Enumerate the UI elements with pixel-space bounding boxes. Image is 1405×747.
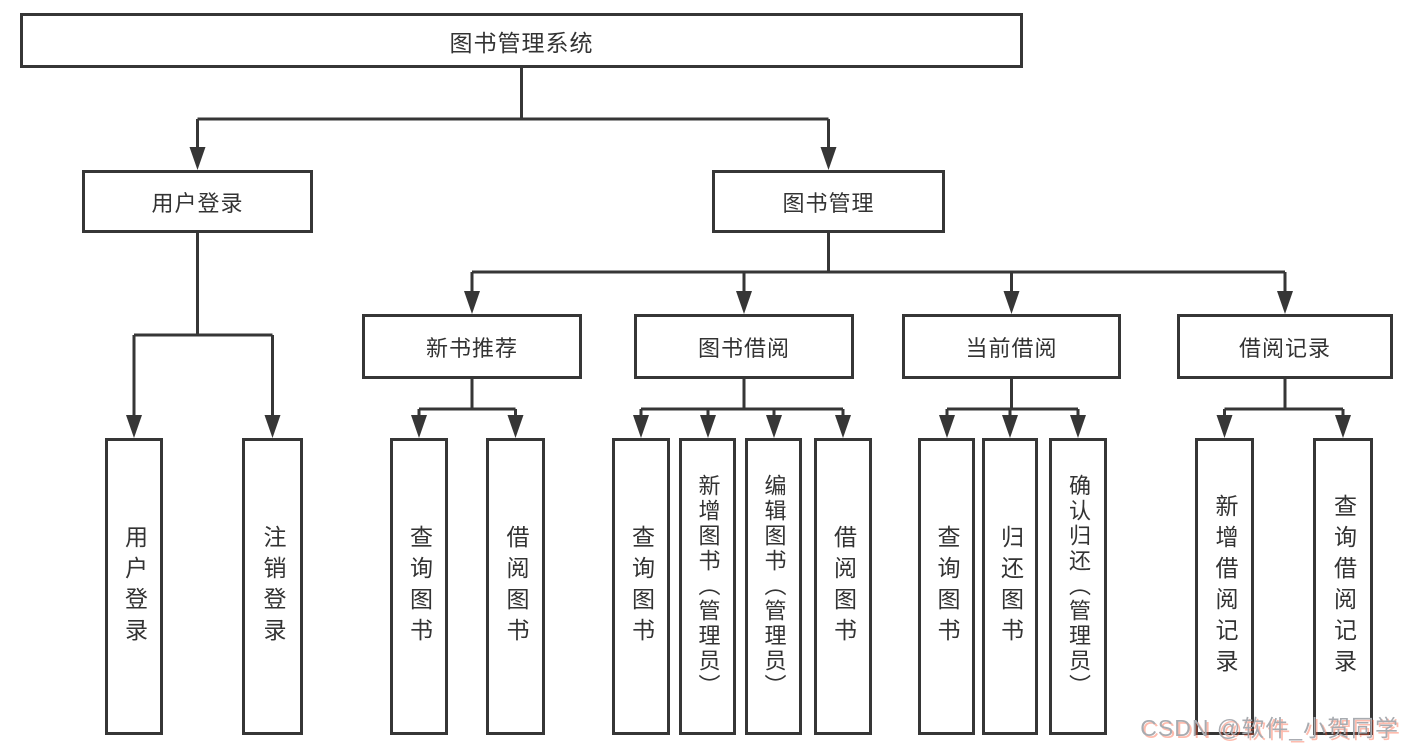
node-library-management-system: 图书管理系统: [20, 13, 1023, 68]
leaf-query-books-1: 查询图书: [390, 438, 448, 735]
leaf-label: 查询图书: [628, 524, 655, 649]
leaf-add-borrow-record: 新增借阅记录: [1195, 438, 1254, 735]
leaf-label: 新增图书（管理员）: [695, 474, 721, 699]
leaf-label: 注销登录: [260, 524, 286, 649]
node-current-borrowing: 当前借阅: [902, 314, 1121, 379]
leaf-edit-books-admin: 编辑图书（管理员）: [745, 438, 802, 735]
node-user-login: 用户登录: [82, 170, 313, 233]
leaf-borrow-books-2: 借阅图书: [814, 438, 872, 735]
leaf-label: 查询图书: [934, 524, 960, 649]
leaf-label: 查询借阅记录: [1330, 493, 1357, 680]
leaf-borrow-books-1: 借阅图书: [486, 438, 545, 735]
node-book-management: 图书管理: [712, 170, 945, 233]
leaf-query-books-3: 查询图书: [918, 438, 975, 735]
leaf-query-borrow-record: 查询借阅记录: [1313, 438, 1373, 735]
leaf-label: 查询图书: [406, 524, 433, 649]
node-new-book-recommend: 新书推荐: [362, 314, 582, 379]
leaf-label: 确认归还（管理员）: [1066, 474, 1091, 699]
leaf-add-books-admin: 新增图书（管理员）: [679, 438, 736, 735]
node-borrowing-records: 借阅记录: [1177, 314, 1393, 379]
leaf-label: 归还图书: [997, 524, 1024, 649]
leaf-label: 借阅图书: [830, 524, 857, 649]
leaf-label: 借阅图书: [503, 524, 529, 649]
leaf-label: 用户登录: [121, 524, 148, 649]
leaf-logout: 注销登录: [242, 438, 303, 735]
leaf-user-login: 用户登录: [105, 438, 163, 735]
leaf-return-books: 归还图书: [982, 438, 1038, 735]
watermark: CSDN @软件_小贺同学: [1140, 715, 1399, 741]
leaf-query-books-2: 查询图书: [612, 438, 670, 735]
leaf-confirm-return-admin: 确认归还（管理员）: [1049, 438, 1107, 735]
arrowhead-icons: [126, 147, 1351, 438]
leaf-label: 新增借阅记录: [1212, 493, 1238, 680]
leaf-label: 编辑图书（管理员）: [761, 474, 787, 699]
node-book-borrowing: 图书借阅: [634, 314, 854, 379]
